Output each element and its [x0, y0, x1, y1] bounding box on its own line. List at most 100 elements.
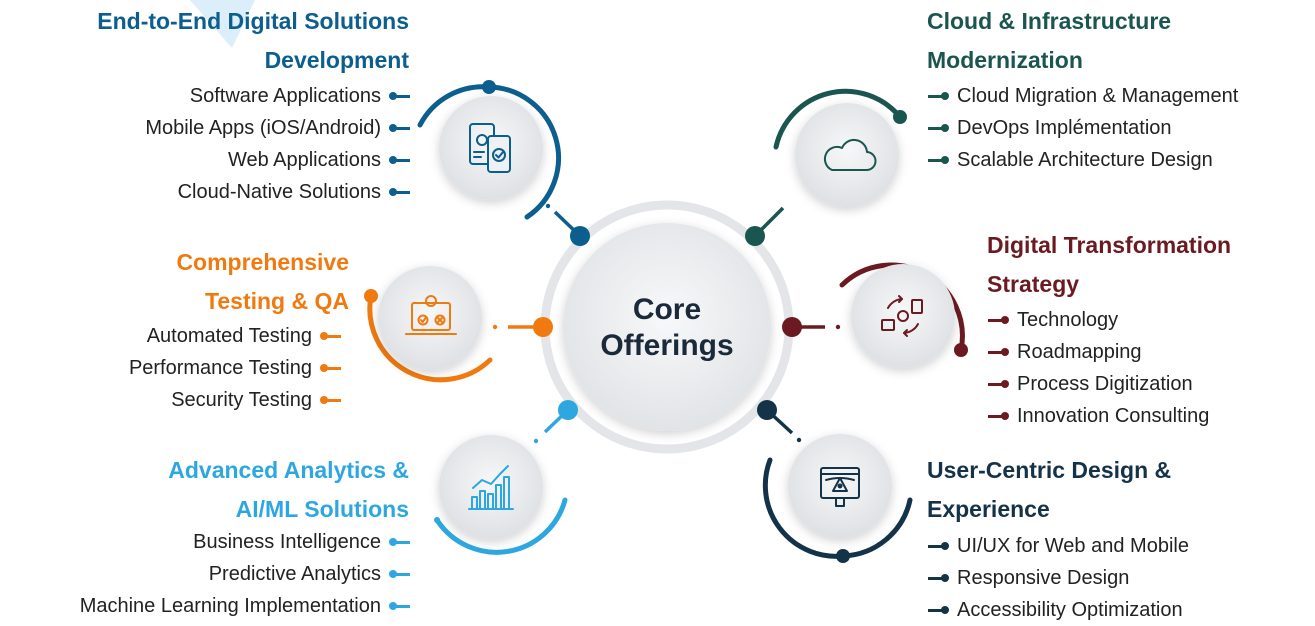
item-label: Roadmapping [1017, 341, 1142, 363]
bullet-icon [389, 155, 411, 165]
item-label: Technology [1017, 309, 1119, 331]
list-item: Scalable Architecture Design [927, 144, 1238, 176]
bullet-icon [320, 395, 342, 405]
list-item: Predictive Analytics [80, 558, 411, 590]
item-label: Process Digitization [1017, 373, 1193, 395]
bullet-icon [927, 573, 949, 583]
bullet-icon [927, 541, 949, 551]
item-label: DevOps Implémentation [957, 117, 1172, 139]
list-item: Cloud Migration & Management [927, 80, 1238, 112]
heading-cloud: Cloud & Infrastructure Modernization [927, 2, 1171, 80]
item-label: Predictive Analytics [208, 563, 381, 585]
item-label: Security Testing [171, 389, 312, 411]
item-label: Scalable Architecture Design [957, 149, 1213, 171]
list-item: Machine Learning Implementation [80, 590, 411, 622]
heading-transformation-line1: Digital Transformation [987, 232, 1232, 258]
heading-design-line1: User-Centric Design & [927, 457, 1172, 483]
item-label: Cloud-Native Solutions [177, 181, 381, 203]
laptop-testing-icon [405, 295, 457, 335]
item-label: Machine Learning Implementation [79, 595, 381, 617]
heading-design: User-Centric Design & Experience [927, 451, 1171, 529]
center-title-line1: Core [632, 293, 702, 326]
heading-design-line2: Experience [927, 496, 1050, 522]
item-label: Mobile Apps (iOS/Android) [145, 117, 381, 139]
connector-transformation [782, 317, 841, 337]
bullet-icon [927, 605, 949, 615]
heading-cloud-line1: Cloud & Infrastructure [927, 8, 1172, 34]
item-label: Business Intelligence [193, 531, 381, 553]
mobile-app-gear-icon [469, 123, 511, 173]
bullet-icon [320, 363, 342, 373]
list-item: Process Digitization [987, 368, 1209, 400]
bullet-icon [927, 155, 949, 165]
center-title-line2: Offerings [600, 329, 734, 362]
list-testing: Automated Testing Performance Testing Se… [129, 320, 342, 416]
list-item: Innovation Consulting [987, 400, 1209, 432]
satellite-design [762, 434, 913, 563]
list-item: Roadmapping [987, 336, 1209, 368]
list-item: Accessibility Optimization [927, 594, 1189, 626]
list-transformation: Technology Roadmapping Process Digitizat… [987, 304, 1209, 432]
analytics-chart-icon [468, 465, 514, 510]
cloud-icon [823, 138, 877, 172]
connector-digital-solutions [545, 203, 590, 246]
list-item: DevOps Implémentation [927, 112, 1238, 144]
bullet-icon [389, 569, 411, 579]
list-item: Mobile Apps (iOS/Android) [145, 112, 411, 144]
heading-digital-solutions: End-to-End Digital Solutions Development [97, 2, 409, 80]
bullet-icon [389, 601, 411, 611]
item-label: Automated Testing [146, 325, 312, 347]
satellite-analytics [434, 435, 568, 555]
satellite-digital-solutions [417, 80, 562, 220]
heading-testing-line2: Testing & QA [205, 288, 349, 314]
connector-cloud [745, 206, 785, 246]
item-label: Accessibility Optimization [957, 599, 1183, 621]
bullet-icon [389, 123, 411, 133]
item-label: Web Applications [227, 149, 381, 171]
heading-analytics-line2: AI/ML Solutions [235, 496, 409, 522]
list-design: UI/UX for Web and Mobile Responsive Desi… [927, 530, 1189, 626]
heading-testing: Comprehensive Testing & QA [176, 243, 349, 321]
heading-digital-solutions-line2: Development [264, 47, 409, 73]
list-item: Cloud-Native Solutions [145, 176, 411, 208]
bullet-icon [389, 187, 411, 197]
heading-analytics: Advanced Analytics & AI/ML Solutions [168, 451, 409, 529]
corner-accent [190, 0, 255, 48]
item-label: Innovation Consulting [1017, 405, 1210, 427]
item-label: Responsive Design [957, 567, 1130, 589]
design-tool-icon [820, 467, 860, 507]
bullet-icon [320, 331, 342, 341]
connector-design [757, 400, 802, 443]
item-label: Performance Testing [128, 357, 312, 379]
heading-transformation-line2: Strategy [987, 271, 1080, 297]
list-analytics: Business Intelligence Predictive Analyti… [80, 526, 411, 622]
connector-analytics [533, 400, 578, 444]
list-item: Software Applications [145, 80, 411, 112]
list-item: Business Intelligence [80, 526, 411, 558]
transformation-cycle-icon [881, 295, 923, 337]
bullet-icon [987, 411, 1009, 421]
center-title: Core Offerings [567, 253, 767, 403]
bullet-icon [987, 347, 1009, 357]
bullet-icon [927, 123, 949, 133]
list-item: Web Applications [145, 144, 411, 176]
bullet-icon [987, 379, 1009, 389]
connector-testing [492, 317, 553, 337]
list-item: UI/UX for Web and Mobile [927, 530, 1189, 562]
heading-testing-line1: Comprehensive [176, 249, 349, 275]
heading-cloud-line2: Modernization [927, 47, 1083, 73]
list-cloud: Cloud Migration & Management DevOps Impl… [927, 80, 1238, 176]
list-item: Performance Testing [129, 352, 342, 384]
satellite-cloud [773, 88, 907, 207]
heading-transformation: Digital Transformation Strategy [987, 226, 1231, 304]
bullet-icon [987, 315, 1009, 325]
bullet-icon [927, 91, 949, 101]
item-label: Software Applications [189, 85, 381, 107]
item-label: UI/UX for Web and Mobile [957, 535, 1189, 557]
center-disc [563, 223, 771, 431]
list-item: Automated Testing [129, 320, 342, 352]
satellite-testing [364, 266, 493, 383]
list-item: Technology [987, 304, 1209, 336]
bullet-icon [389, 537, 411, 547]
